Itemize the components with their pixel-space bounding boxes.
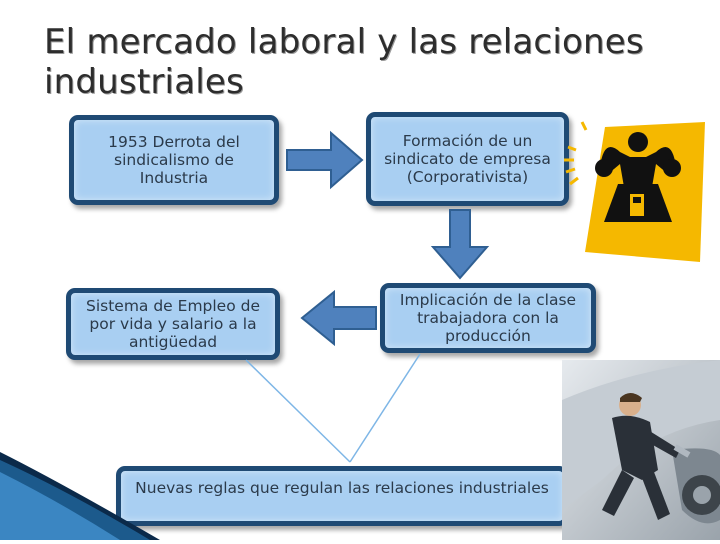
box-empleo-por-vida: Sistema de Empleo de por vida y salario … [66, 288, 280, 360]
arrow-left [300, 289, 377, 347]
arrow-right [286, 130, 364, 190]
slide-title: El mercado laboral y las relaciones indu… [44, 22, 644, 102]
connector-line-left [245, 359, 351, 463]
box-derrota-sindicalismo: 1953 Derrota del sindicalismo de Industr… [69, 115, 279, 205]
box-implicacion-trabajadora: Implicación de la clase trabajadora con … [380, 283, 596, 353]
corner-swoosh-decoration [0, 452, 160, 544]
mechanic-car-photo [562, 360, 720, 544]
arrow-down [430, 209, 490, 280]
union-worker-icon [560, 112, 710, 266]
box-sindicato-empresa: Formación de un sindicato de empresa (Co… [366, 112, 569, 206]
connector-line-right [349, 353, 421, 463]
